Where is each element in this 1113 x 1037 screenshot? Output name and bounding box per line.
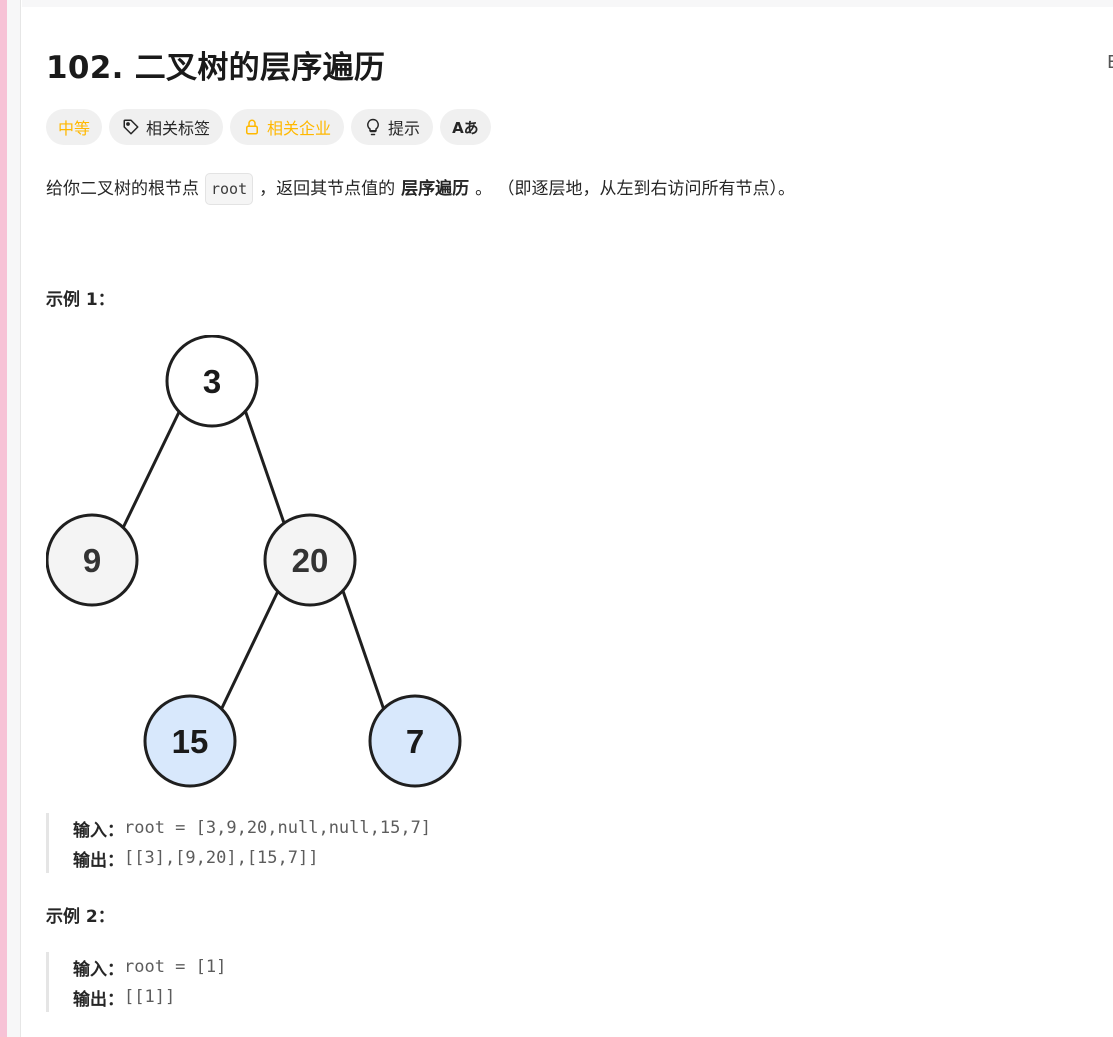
tree-node-15-label: 15 [172, 723, 209, 760]
related-tags-button[interactable]: 相关标签 [109, 109, 224, 145]
tree-node-7-label: 7 [406, 723, 424, 760]
problem-description-panel: 102. 二叉树的层序遍历 中等 相关标签 相关企业 提示 Aあ 给你二叉树的根… [46, 0, 1096, 1037]
inline-code-root: root [205, 173, 254, 205]
example-2-title: 示例 2： [46, 907, 115, 927]
related-companies-label: 相关企业 [267, 119, 332, 138]
description-text-3: 。 （即逐层地，从左到右访问所有节点）。 [475, 179, 796, 199]
tree-edge-3-20 [243, 409, 286, 524]
right-panel-edge: E [1107, 52, 1113, 73]
example-1-input-value: root = [3,9,20,null,null,15,7] [124, 818, 432, 838]
binary-tree-diagram: 3 9 20 15 7 [46, 335, 462, 788]
tree-node-3-circle [165, 335, 259, 428]
tree-node-3-label: 3 [203, 363, 221, 400]
tree-node-20-label: 20 [292, 542, 329, 579]
tree-node-3: 3 [165, 335, 259, 428]
example-2-input-value: root = [1] [124, 957, 227, 977]
tree-node-15: 15 [143, 694, 237, 788]
tree-node-15-circle [143, 694, 237, 788]
example-2-block: 输入： root = [1] 输出： [[1]] [46, 952, 226, 1012]
tree-node-9: 9 [46, 513, 139, 607]
lightbulb-icon [367, 118, 379, 136]
hint-button[interactable]: 提示 [351, 109, 434, 145]
problem-description: 给你二叉树的根节点 root ，返回其节点值的 层序遍历 。 （即逐层地，从左到… [46, 173, 795, 205]
example-1-output-line: 输出： [[3],[9,20],[15,7]] [73, 843, 431, 873]
translate-button[interactable]: Aあ [440, 109, 491, 145]
example-1-output-label: 输出： [73, 850, 124, 871]
example-1-input-label: 输入： [73, 820, 124, 841]
tree-edge-3-9 [120, 409, 182, 531]
description-text-1: 给你二叉树的根节点 [46, 179, 199, 199]
left-accent-strip [0, 0, 7, 1037]
tree-edge-20-7 [341, 590, 386, 711]
hint-label: 提示 [388, 119, 421, 138]
example-1-input-line: 输入： root = [3,9,20,null,null,15,7] [73, 813, 431, 843]
example-2-input-line: 输入： root = [1] [73, 952, 226, 982]
example-2-output-label: 输出： [73, 989, 124, 1010]
description-bold-level-order: 层序遍历 [401, 179, 470, 199]
translate-icon: Aあ [452, 118, 479, 137]
example-1-output-value: [[3],[9,20],[15,7]] [124, 848, 319, 868]
top-bar [22, 0, 1113, 7]
related-companies-button[interactable]: 相关企业 [230, 109, 345, 145]
difficulty-badge: 中等 [46, 109, 103, 145]
lock-icon [246, 119, 259, 135]
tag-icon [123, 119, 139, 135]
problem-title[interactable]: 102. 二叉树的层序遍历 [46, 50, 386, 86]
description-text-2: ，返回其节点值的 [259, 179, 396, 199]
tree-node-9-circle [46, 513, 139, 607]
example-1-title: 示例 1： [46, 290, 115, 310]
related-tags-label: 相关标签 [146, 119, 211, 138]
tree-node-7: 7 [368, 694, 462, 788]
example-2-output-value: [[1]] [124, 987, 176, 1007]
example-1-block: 输入： root = [3,9,20,null,null,15,7] 输出： [… [46, 813, 431, 873]
tree-node-9-label: 9 [83, 542, 101, 579]
left-panel-gutter [7, 0, 21, 1037]
difficulty-label: 中等 [58, 119, 91, 138]
problem-tags-row: 中等 相关标签 相关企业 提示 Aあ [46, 109, 491, 145]
tree-node-7-circle [368, 694, 462, 788]
tree-node-20: 20 [263, 513, 357, 607]
example-2-output-line: 输出： [[1]] [73, 982, 226, 1012]
tree-node-20-circle [263, 513, 357, 607]
example-2-input-label: 输入： [73, 959, 124, 980]
tree-edge-20-15 [219, 590, 280, 711]
